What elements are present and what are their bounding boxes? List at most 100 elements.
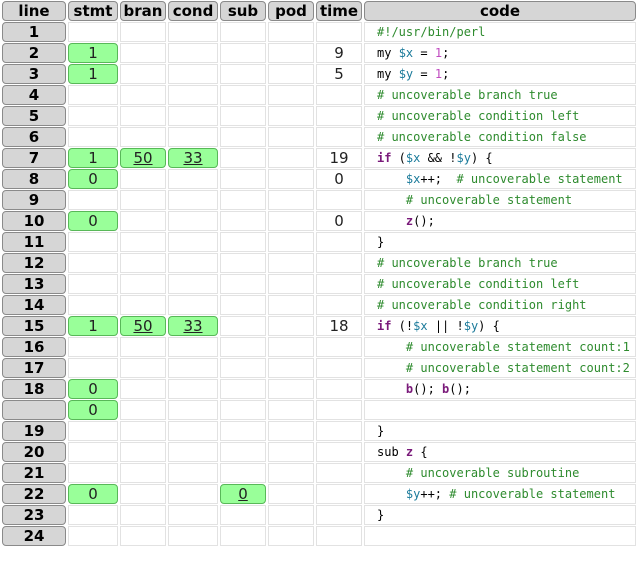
stmt-cell bbox=[68, 463, 118, 483]
code-line: } bbox=[364, 232, 636, 252]
cond-cell bbox=[168, 505, 218, 525]
code-token: my bbox=[377, 46, 399, 60]
cond-cell bbox=[168, 358, 218, 378]
sub-coverage-link[interactable]: 0 bbox=[238, 485, 248, 503]
code-token bbox=[377, 172, 406, 186]
code-token: $x bbox=[413, 319, 428, 333]
code-token: { bbox=[413, 445, 428, 459]
code-line: if (!$x || !$y) { bbox=[364, 316, 636, 336]
code-token: } bbox=[377, 235, 385, 249]
code-line: } bbox=[364, 505, 636, 525]
code-line bbox=[364, 526, 636, 546]
sub-cell bbox=[220, 421, 266, 441]
code-token: # uncoverable branch true bbox=[377, 88, 558, 102]
table-row: 24 bbox=[2, 526, 636, 546]
header-code: code bbox=[364, 1, 636, 21]
pod-cell bbox=[268, 484, 314, 504]
time-cell: 0 bbox=[316, 169, 362, 189]
time-cell bbox=[316, 484, 362, 504]
code-line: # uncoverable subroutine bbox=[364, 463, 636, 483]
time-cell bbox=[316, 358, 362, 378]
stmt-cell: 0 bbox=[68, 484, 118, 504]
code-line: # uncoverable branch true bbox=[364, 253, 636, 273]
sub-cell bbox=[220, 190, 266, 210]
sub-cell bbox=[220, 85, 266, 105]
code-token bbox=[377, 487, 406, 501]
code-token: if bbox=[377, 319, 392, 333]
sub-cell bbox=[220, 43, 266, 63]
line-number: 17 bbox=[2, 358, 66, 378]
sub-cell bbox=[220, 505, 266, 525]
time-cell bbox=[316, 232, 362, 252]
code-token bbox=[377, 340, 406, 354]
line-number: 4 bbox=[2, 85, 66, 105]
bran-cell bbox=[120, 421, 166, 441]
header-bran: bran bbox=[120, 1, 166, 21]
bran-coverage-link[interactable]: 50 bbox=[133, 317, 153, 335]
cond-coverage-link[interactable]: 33 bbox=[183, 317, 203, 335]
table-row: 1#!/usr/bin/perl bbox=[2, 22, 636, 42]
pod-cell bbox=[268, 85, 314, 105]
cond-cell bbox=[168, 463, 218, 483]
line-number: 11 bbox=[2, 232, 66, 252]
time-cell: 0 bbox=[316, 211, 362, 231]
stmt-cell: 0 bbox=[68, 379, 118, 399]
cond-cell bbox=[168, 22, 218, 42]
bran-cell bbox=[120, 106, 166, 126]
bran-cell bbox=[120, 358, 166, 378]
line-number: 5 bbox=[2, 106, 66, 126]
code-token: # uncoverable statement bbox=[449, 487, 616, 501]
stmt-cell bbox=[68, 127, 118, 147]
code-token: b bbox=[405, 382, 414, 396]
header-row: line stmt bran cond sub pod time code bbox=[2, 1, 636, 21]
code-line: # uncoverable statement count:2 bbox=[364, 358, 636, 378]
line-number: 23 bbox=[2, 505, 66, 525]
bran-cell bbox=[120, 253, 166, 273]
cond-cell bbox=[168, 295, 218, 315]
cond-cell bbox=[168, 400, 218, 420]
cond-cell bbox=[168, 379, 218, 399]
pod-cell bbox=[268, 379, 314, 399]
sub-cell bbox=[220, 211, 266, 231]
bran-cell bbox=[120, 232, 166, 252]
code-token: $y bbox=[456, 151, 471, 165]
code-token: $y bbox=[405, 487, 421, 501]
sub-cell bbox=[220, 295, 266, 315]
bran-cell bbox=[120, 442, 166, 462]
table-row: 0 bbox=[2, 400, 636, 420]
code-token: z bbox=[405, 214, 414, 228]
time-cell bbox=[316, 253, 362, 273]
pod-cell bbox=[268, 106, 314, 126]
header-line: line bbox=[2, 1, 66, 21]
code-line bbox=[364, 400, 636, 420]
code-line: if ($x && !$y) { bbox=[364, 148, 636, 168]
code-token: = bbox=[413, 67, 435, 81]
bran-coverage-cell: 50 bbox=[120, 148, 166, 168]
sub-cell bbox=[220, 316, 266, 336]
code-token: && ! bbox=[420, 151, 457, 165]
cond-cell bbox=[168, 190, 218, 210]
time-cell bbox=[316, 274, 362, 294]
bran-coverage-link[interactable]: 50 bbox=[133, 149, 153, 167]
bran-cell bbox=[120, 379, 166, 399]
cond-cell bbox=[168, 232, 218, 252]
bran-cell bbox=[120, 463, 166, 483]
time-cell bbox=[316, 106, 362, 126]
code-token: ; bbox=[442, 67, 450, 81]
sub-coverage-cell: 0 bbox=[220, 484, 266, 504]
line-number: 22 bbox=[2, 484, 66, 504]
pod-cell bbox=[268, 400, 314, 420]
code-token: } bbox=[377, 424, 385, 438]
code-token: (); bbox=[413, 214, 435, 228]
bran-cell bbox=[120, 400, 166, 420]
code-token: # uncoverable statement bbox=[405, 193, 573, 207]
sub-cell bbox=[220, 253, 266, 273]
cond-coverage-link[interactable]: 33 bbox=[183, 149, 203, 167]
line-number: 3 bbox=[2, 64, 66, 84]
